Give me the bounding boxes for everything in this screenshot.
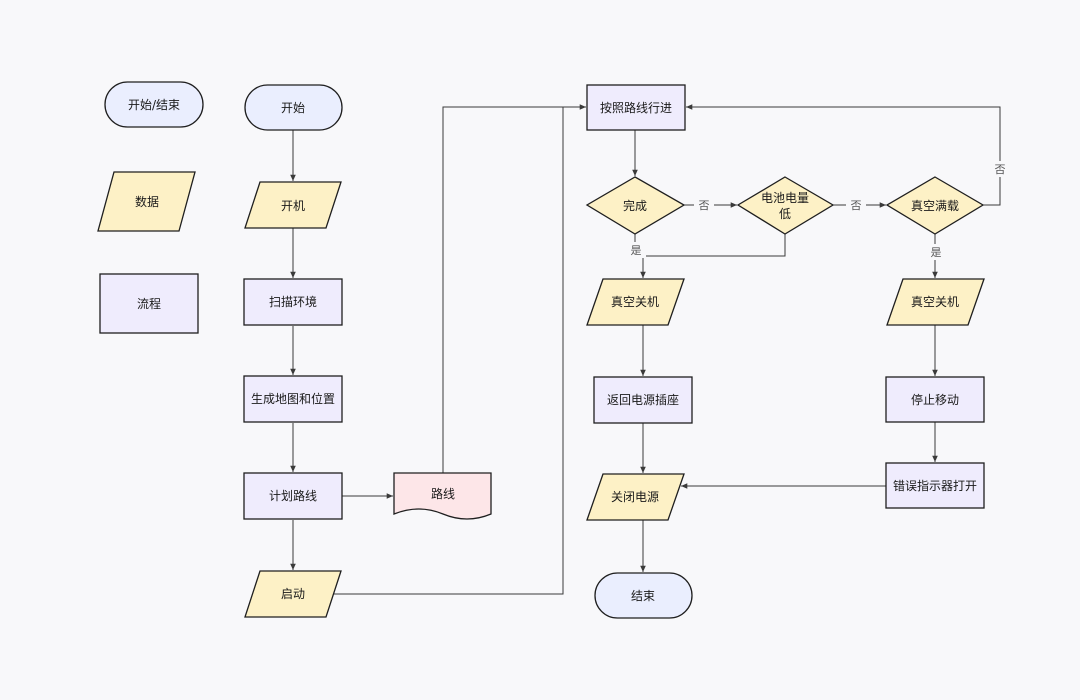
node-route-document-label: 路线	[431, 486, 455, 501]
node-power-on[interactable]: 开机	[244, 181, 342, 229]
node-start[interactable]: 开始	[244, 84, 343, 131]
legend-process[interactable]: 流程	[99, 273, 199, 334]
node-vacuum-off-left-label: 真空关机	[611, 295, 659, 309]
node-vacuum-off-right-label: 真空关机	[911, 295, 959, 309]
node-vacuum-full-decision-label: 真空满载	[911, 199, 959, 213]
edge-full-follow	[686, 104, 1001, 206]
label-done-no: 否	[699, 199, 710, 212]
edge-launch-follow	[333, 107, 564, 595]
node-done-decision-label: 完成	[623, 198, 647, 213]
label-full-no: 否	[995, 163, 1006, 176]
node-generate-map[interactable]: 生成地图和位置	[243, 375, 343, 423]
node-return-socket-label: 返回电源插座	[607, 392, 679, 407]
label-done-yes: 是	[631, 244, 642, 257]
node-battery-decision[interactable]: 电池电量 低	[736, 176, 835, 235]
legend-data[interactable]: 数据	[97, 171, 196, 232]
node-follow-route-label: 按照路线行进	[600, 100, 672, 115]
node-error-indicator-label: 错误指示器打开	[893, 478, 977, 493]
node-generate-map-label: 生成地图和位置	[251, 391, 335, 406]
node-launch-label: 启动	[281, 587, 305, 601]
edge-route-follow	[442, 104, 586, 473]
node-vacuum-off-left[interactable]: 真空关机	[586, 278, 685, 326]
legend-terminal-label: 开始/结束	[128, 98, 180, 112]
node-done-decision[interactable]: 完成	[585, 176, 686, 235]
legend: 开始/结束 数据 流程	[97, 81, 204, 334]
edge-labels: 否 是 否 是 否	[626, 161, 1010, 260]
node-start-label: 开始	[281, 101, 305, 115]
node-stop-moving[interactable]: 停止移动	[885, 376, 985, 423]
node-follow-route[interactable]: 按照路线行进	[586, 84, 686, 131]
node-power-off[interactable]: 关闭电源	[586, 473, 685, 521]
node-vacuum-full-decision[interactable]: 真空满载	[885, 176, 985, 235]
node-route-document[interactable]: 路线	[393, 472, 492, 520]
legend-data-label: 数据	[135, 194, 159, 209]
node-power-off-label: 关闭电源	[611, 490, 659, 504]
node-battery-decision-label-2: 低	[779, 207, 791, 221]
node-battery-decision-label-1: 电池电量	[761, 191, 809, 205]
legend-terminal[interactable]: 开始/结束	[104, 81, 204, 128]
node-return-socket[interactable]: 返回电源插座	[593, 376, 693, 424]
node-scan-environment-label: 扫描环境	[269, 294, 317, 309]
node-plan-route[interactable]: 计划路线	[243, 472, 343, 520]
edge-battery-vacoff	[640, 234, 786, 278]
node-plan-route-label: 计划路线	[269, 488, 317, 503]
node-end-label: 结束	[631, 589, 655, 603]
label-battery-no: 否	[851, 199, 862, 212]
label-full-yes: 是	[931, 246, 942, 259]
connectors	[290, 104, 1001, 595]
node-stop-moving-label: 停止移动	[911, 392, 959, 407]
node-end[interactable]: 结束	[594, 572, 693, 619]
node-scan-environment[interactable]: 扫描环境	[243, 278, 343, 326]
node-vacuum-off-right[interactable]: 真空关机	[886, 278, 985, 326]
node-power-on-label: 开机	[281, 199, 305, 213]
legend-process-label: 流程	[137, 296, 161, 311]
node-launch[interactable]: 启动	[244, 570, 342, 618]
node-error-indicator[interactable]: 错误指示器打开	[885, 462, 985, 509]
